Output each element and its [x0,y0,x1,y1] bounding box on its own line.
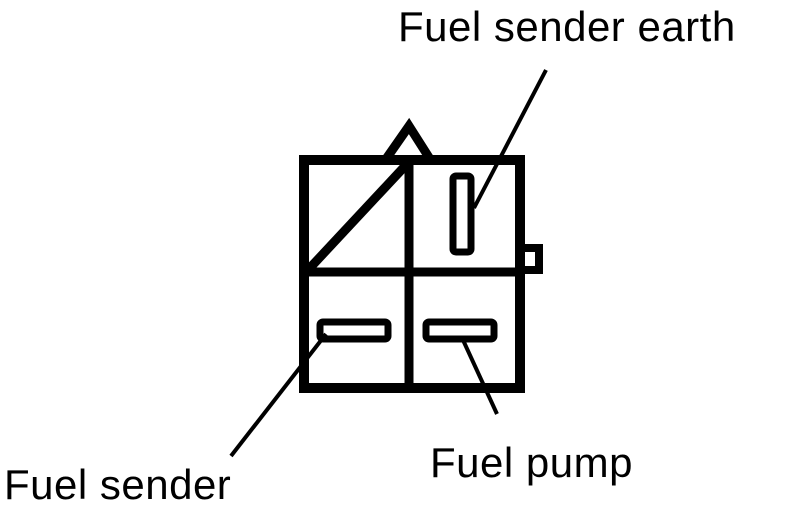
terminal-fuel-sender-earth [449,172,475,256]
fuel-sender-earth-label: Fuel sender earth [398,3,736,50]
blank-cavity-diagonal [304,161,410,274]
leader-line-fuel-sender [229,332,328,458]
connector-latch [515,244,543,274]
leader-line-fuel-sender-earth [472,69,548,209]
leader-line-fuel-pump [461,339,499,415]
terminal-fuel-pump [422,318,498,343]
fuel-sender-label: Fuel sender [4,461,232,508]
terminal-fuel-sender [316,318,392,343]
fuel-pump-label: Fuel pump [430,439,633,486]
connector-key-tab [382,117,434,162]
